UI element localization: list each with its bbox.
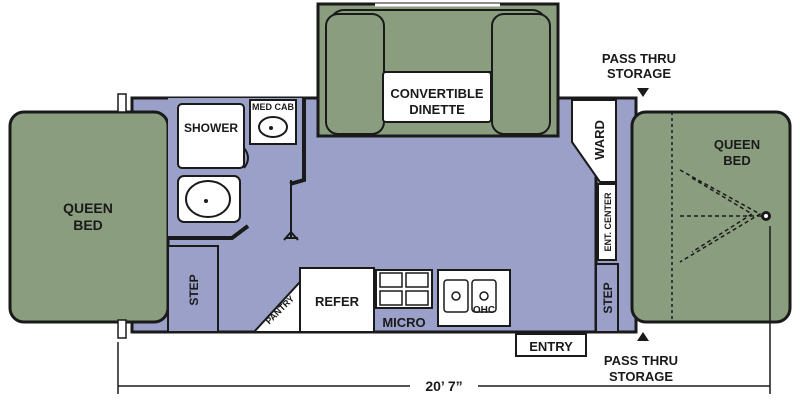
sink-icon: [258, 116, 288, 138]
pass-thru-top-marker: [637, 88, 649, 97]
hitch-coupler-center: [764, 214, 768, 218]
toilet-drain-icon: [204, 199, 208, 203]
queen-bed-left-label-line2: BED: [73, 217, 103, 233]
med-cab-label: MED CAB: [252, 102, 294, 112]
queen-bed-right-label-line1: QUEEN: [714, 137, 760, 152]
pass-thru-bottom-label-line2: STORAGE: [609, 369, 673, 384]
basin-drain-right: [479, 291, 489, 301]
ent-center-label: ENT. CENTER: [603, 192, 613, 252]
pass-thru-bottom-label-line1: PASS THRU: [604, 353, 678, 368]
shower-stall: [177, 103, 245, 169]
wardrobe-label: WARD: [592, 120, 607, 160]
wardrobe: [571, 99, 617, 183]
entry-door: [515, 333, 587, 357]
stove-cooktop: [375, 269, 433, 309]
shower-label: SHOWER: [184, 121, 238, 135]
pass-thru-top-label-line1: PASS THRU: [602, 51, 676, 66]
burner-icon-1: [379, 272, 403, 288]
counter-sink: [437, 269, 511, 327]
bath-door-swing: [283, 180, 299, 241]
queen-bed-left-label-line1: QUEEN: [63, 200, 113, 216]
step-right: [595, 263, 619, 333]
refrigerator-label: REFER: [315, 294, 360, 309]
sink-basin-left: [443, 279, 469, 313]
pass-thru-bottom-marker: [637, 332, 649, 341]
sink-basin-right: [471, 279, 497, 313]
dimension-label-bg: [410, 376, 478, 396]
toilet-icon: [185, 180, 231, 218]
dinette-label-line2: DINETTE: [409, 102, 465, 117]
burner-icon-2: [405, 272, 429, 288]
refrigerator: [299, 267, 375, 333]
step-left-label: STEP: [187, 274, 201, 305]
basin-drain-left: [451, 291, 461, 301]
overall-length-label: 20’ 7”: [425, 378, 462, 394]
burner-icon-3: [379, 290, 403, 306]
burner-icon-4: [405, 290, 429, 306]
microwave-label: MICRO: [382, 315, 425, 330]
dinette-label-line1: CONVERTIBLE: [390, 86, 484, 101]
rear-bumper-post-top: [117, 93, 127, 113]
dinette-seat-left: [325, 13, 385, 135]
bathroom-wall: [168, 98, 306, 240]
queen-bed-right-label-line2: BED: [723, 153, 750, 168]
entertainment-center: [597, 183, 617, 261]
entry-label: ENTRY: [529, 339, 573, 354]
step-left: [167, 245, 219, 333]
dinette-table: [382, 71, 492, 123]
pass-thru-top-label-line2: STORAGE: [607, 66, 671, 81]
ohc-label: OHC: [473, 305, 495, 316]
hitch-frame: [679, 169, 762, 263]
rear-bumper-post-bottom: [117, 319, 127, 339]
shower-curtain: [243, 147, 249, 169]
sink-drain-icon: [269, 126, 273, 130]
step-right-label: STEP: [601, 282, 615, 313]
dinette-seat-right: [491, 13, 551, 135]
